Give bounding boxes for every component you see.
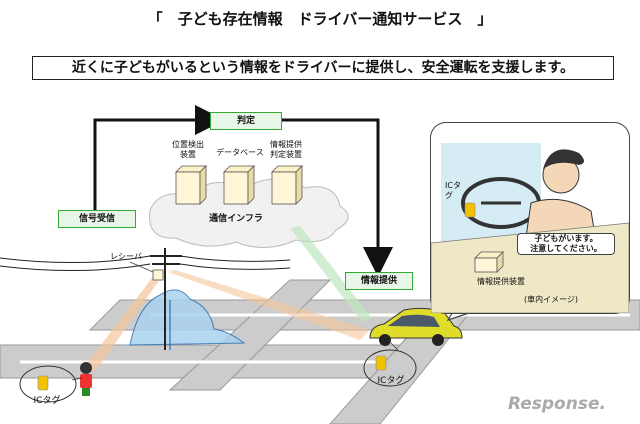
in-car-callout: ICタ グ 子どもがいます。 注意してください。 情報提供装置 (車内イメージ) xyxy=(430,122,630,314)
ic-tag-icon-child xyxy=(37,375,49,391)
callout-caption: (車内イメージ) xyxy=(523,295,579,304)
callout-device-label: 情報提供装置 xyxy=(477,277,525,286)
receiver-device xyxy=(152,269,164,281)
signal-beam-car xyxy=(168,270,370,340)
box-label-position-detector: 位置検出 装置 xyxy=(172,140,204,159)
flow-arrow-to-car xyxy=(280,118,393,277)
signal-beam-child xyxy=(85,270,165,372)
power-lines xyxy=(0,255,291,272)
diagram-title: 「 子ども存在情報 ドライバー通知サービス 」 xyxy=(147,10,493,28)
infra-box-judgment-device xyxy=(271,165,303,205)
tag-signal-received: 信号受信 xyxy=(58,210,136,228)
car-illustration xyxy=(369,307,463,346)
infra-box-database xyxy=(223,165,255,205)
infrastructure-label: 通信インフラ xyxy=(209,214,263,224)
tag-info-provided: 情報提供 xyxy=(345,272,413,290)
detection-area xyxy=(129,289,246,346)
signal-beam-infra xyxy=(290,226,372,322)
box-label-database: データベース xyxy=(216,148,264,157)
flow-arrow xyxy=(93,105,225,210)
infra-box-position xyxy=(175,165,207,205)
ic-tag-label-car: ICタグ xyxy=(377,376,405,386)
ic-tag-label-child: ICタグ xyxy=(33,396,61,406)
watermark-logo: Response. xyxy=(508,394,606,414)
diagram-subtitle: 近くに子どもがいるという情報をドライバーに提供し、安全運転を支援します。 xyxy=(32,56,614,80)
child-figure xyxy=(80,362,92,396)
callout-ic-tag-label: ICタ グ xyxy=(445,181,461,200)
receiver-label: レシーバ xyxy=(110,252,142,261)
utility-pole xyxy=(150,248,182,350)
box-label-judgment-device: 情報提供 判定装置 xyxy=(270,140,302,159)
callout-message: 子どもがいます。 注意してください。 xyxy=(517,233,615,255)
ic-tag-icon-car xyxy=(375,355,387,371)
tag-judgment: 判定 xyxy=(210,112,282,130)
